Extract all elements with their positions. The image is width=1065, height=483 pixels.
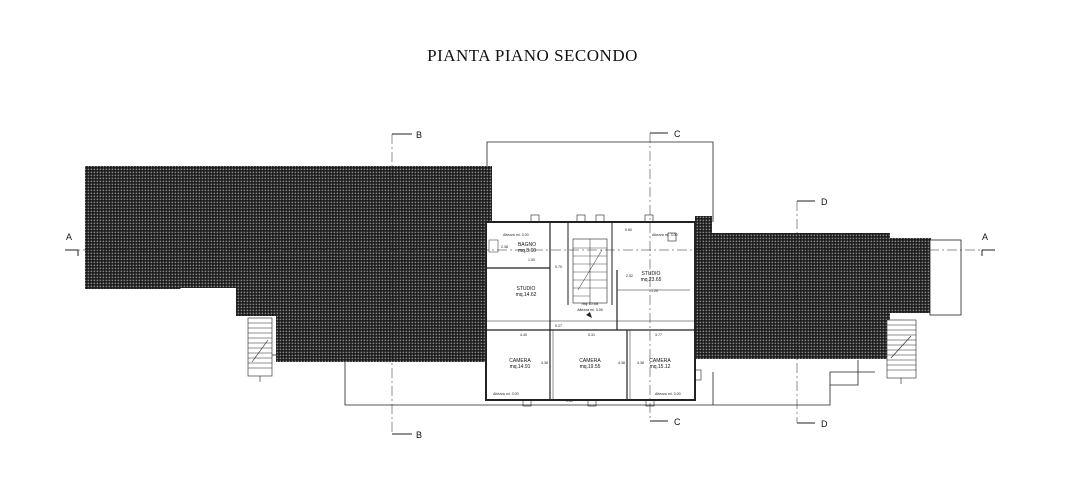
dimension: 2.52 bbox=[626, 274, 633, 278]
dimension: 1.20 bbox=[651, 289, 658, 293]
section-label-d-bottom: D bbox=[821, 419, 828, 429]
dimension-labels: Altezza ml. 3.00 Altezza ml. 3.00 Altezz… bbox=[493, 228, 681, 403]
room-area: mq.15.12 bbox=[650, 364, 671, 370]
dimension: 3.77 bbox=[655, 333, 662, 337]
hall-area: mq.10.08 bbox=[582, 301, 599, 306]
room-name: STUDIO bbox=[642, 271, 661, 277]
apartment bbox=[479, 214, 702, 407]
dimension: 4.40 bbox=[520, 333, 527, 337]
section-label-c-top: C bbox=[674, 129, 681, 139]
section-lines bbox=[65, 132, 995, 435]
section-markers: A A B B C C D D bbox=[66, 129, 988, 440]
roof-right bbox=[695, 216, 962, 359]
room-name: BAGNO bbox=[518, 242, 536, 248]
section-label-b-bottom: B bbox=[416, 430, 422, 440]
dimension: 0.70 bbox=[555, 265, 562, 269]
room-name: CAMERA bbox=[509, 358, 531, 364]
dimension: 1.50 bbox=[528, 258, 535, 262]
room-area: mq.8.60 bbox=[518, 248, 536, 254]
section-label-d-top: D bbox=[821, 197, 828, 207]
roof-left bbox=[85, 166, 492, 362]
section-label-c-bottom: C bbox=[674, 417, 681, 427]
room-labels: BAGNO mq.8.60 STUDIO mq.14.62 STUDIO mq.… bbox=[509, 242, 671, 370]
room-area: mq.14.91 bbox=[510, 364, 531, 370]
drawing-title: PIANTA PIANO SECONDO bbox=[427, 46, 638, 65]
height-note: Altezza ml. 3.00 bbox=[503, 233, 529, 237]
stair-left bbox=[247, 317, 273, 382]
room-name: STUDIO bbox=[517, 286, 536, 292]
height-note: Altezza ml. 3.00 bbox=[655, 392, 681, 396]
section-label-a-left: A bbox=[66, 232, 72, 242]
section-label-a-right: A bbox=[982, 232, 988, 242]
room-area: mq.23.65 bbox=[641, 277, 662, 283]
stair-right bbox=[886, 319, 917, 384]
dimension: 0.60 bbox=[625, 228, 632, 232]
room-area: mq.19.55 bbox=[580, 364, 601, 370]
room-name: CAMERA bbox=[579, 358, 601, 364]
dimension: 4.38 bbox=[541, 361, 548, 365]
room-name: CAMERA bbox=[649, 358, 671, 364]
dimension: 4.38 bbox=[637, 361, 644, 365]
room-area: mq.14.62 bbox=[516, 292, 537, 298]
section-label-b-top: B bbox=[416, 130, 422, 140]
dimension: 4.38 bbox=[618, 361, 625, 365]
hall-height: Altezza ml. 3.00 bbox=[577, 308, 603, 312]
dimension: 5.31 bbox=[588, 333, 595, 337]
dimension: 2.38 bbox=[501, 245, 508, 249]
height-note: Altezza ml. 3.00 bbox=[652, 233, 678, 237]
height-note: Altezza ml. 3.00 bbox=[493, 392, 519, 396]
dimension: 0.60 bbox=[566, 399, 573, 403]
dimension: 0.27 bbox=[555, 324, 562, 328]
